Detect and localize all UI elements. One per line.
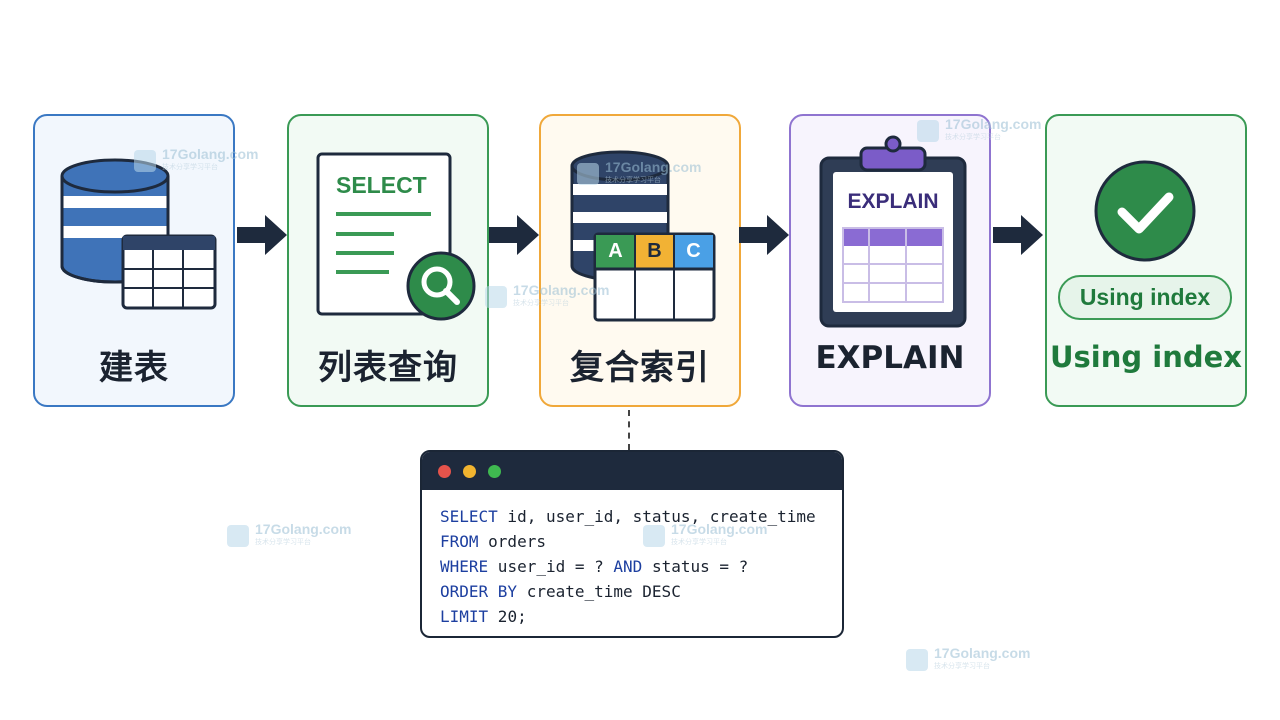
index-column-c: C (686, 240, 701, 262)
step-label: 复合索引 (570, 348, 710, 388)
index-database-icon (570, 150, 716, 322)
arrow-right-icon (489, 215, 539, 255)
arrow-right-icon (739, 215, 789, 255)
watermark-logo-icon (485, 286, 507, 308)
index-column-a: A (608, 240, 623, 262)
arrow-right-icon (993, 215, 1043, 255)
step-explain: EXPLAIN EXPLAIN (789, 114, 991, 407)
watermark-logo-icon (134, 150, 156, 172)
watermark-logo-icon (917, 120, 939, 142)
sql-line-4: ORDER BY create_time DESC (440, 582, 681, 601)
select-doc-text: SELECT (336, 172, 427, 198)
check-circle-icon (1058, 160, 1232, 320)
step-label: EXPLAIN (815, 340, 965, 376)
step-label: 列表查询 (318, 348, 458, 388)
window-titlebar (422, 452, 842, 490)
maximize-dot-icon (488, 465, 501, 478)
sql-line-5: LIMIT 20; (440, 607, 527, 626)
watermark-logo-icon (643, 525, 665, 547)
sql-line-1: SELECT id, user_id, status, create_time (440, 507, 816, 526)
clipboard-icon (819, 135, 967, 328)
watermark-logo-icon (906, 649, 928, 671)
using-index-badge: Using index (1079, 284, 1211, 310)
step-label: 建表 (99, 348, 169, 388)
watermark-logo-icon (227, 525, 249, 547)
arrow-right-icon (237, 215, 287, 255)
index-column-b: B (647, 240, 662, 262)
dashed-connector (628, 410, 630, 450)
select-document-icon (316, 152, 476, 321)
close-dot-icon (438, 465, 451, 478)
watermark-logo-icon (577, 163, 599, 185)
step-composite-index: A B C 复合索引 (539, 114, 741, 407)
sql-line-3: WHERE user_id = ? AND status = ? (440, 557, 749, 576)
step-list-query: SELECT 列表查询 (287, 114, 489, 407)
explain-clipboard-text: EXPLAIN (847, 190, 939, 213)
step-label: Using index (1050, 340, 1242, 374)
step-using-index: Using index Using index (1045, 114, 1247, 407)
sql-line-2: FROM orders (440, 532, 546, 551)
minimize-dot-icon (463, 465, 476, 478)
